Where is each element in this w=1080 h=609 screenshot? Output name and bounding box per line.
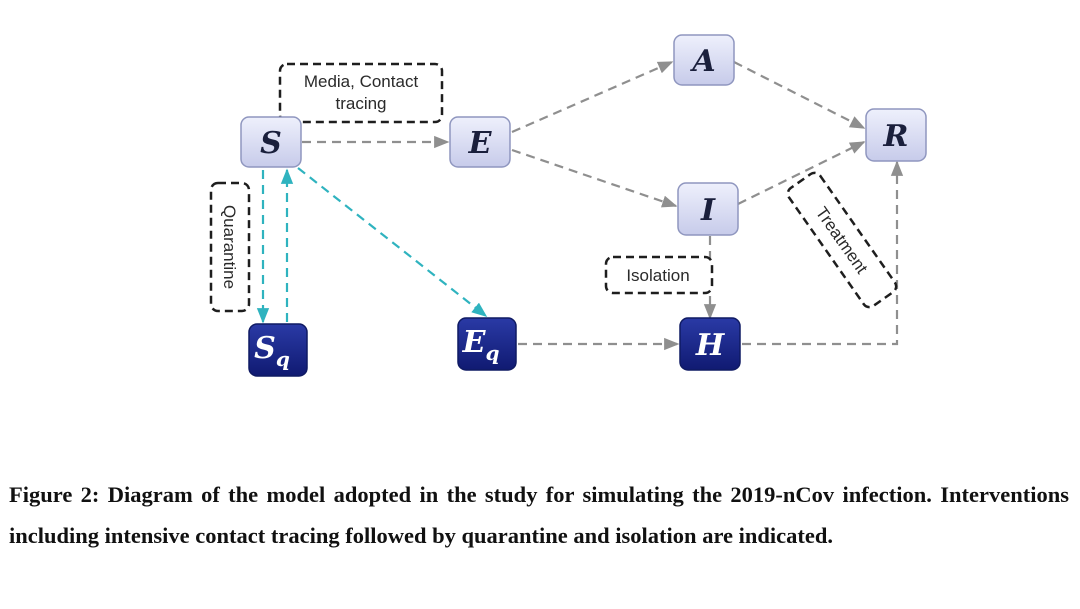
edges [256, 60, 904, 351]
node-h-label: H [695, 328, 726, 363]
annotation-quarantine: Quarantine [209, 181, 251, 313]
edge-e-to-i [511, 148, 678, 208]
model-diagram: Media, Contact tracing Quarantine Isolat… [209, 34, 927, 377]
node-s: S [240, 116, 302, 168]
node-r-label: R [883, 119, 909, 154]
node-e-label: E [468, 126, 493, 161]
edge-a-to-r [733, 61, 866, 129]
node-eq: Eq [457, 317, 517, 371]
node-sq-label: Sq [254, 331, 290, 371]
node-sq: Sq [248, 323, 308, 377]
node-e: E [449, 116, 511, 168]
annotation-media-contact-tracing: Media, Contact tracing [278, 62, 444, 124]
annotation-treatment: Treatment [786, 171, 898, 309]
figure-caption: Figure 2: Diagram of the model adopted i… [9, 482, 1069, 548]
node-s-label: S [260, 126, 282, 161]
node-sq-main: S [254, 331, 276, 366]
node-i-label: I [700, 193, 716, 228]
annotation-quarantine-label: Quarantine [220, 205, 239, 289]
node-eq-label: Eq [462, 325, 500, 365]
node-a-label: A [689, 44, 715, 79]
node-r: R [865, 108, 927, 162]
edge-i-to-r [737, 141, 866, 205]
edge-h-to-r [742, 160, 904, 346]
node-eq-main: E [462, 325, 487, 360]
node-a: A [673, 34, 735, 86]
edge-e-to-a [511, 60, 674, 134]
node-h: H [679, 317, 741, 371]
annotation-media-line1: Media, Contact [304, 72, 419, 91]
annotation-isolation: Isolation [604, 255, 714, 295]
node-eq-sub: q [485, 341, 499, 365]
edge-s-to-eq [297, 167, 488, 317]
annotation-media-line2: tracing [335, 94, 386, 113]
annotation-isolation-label: Isolation [626, 266, 689, 285]
node-sq-sub: q [276, 347, 290, 371]
node-i: I [677, 182, 739, 236]
